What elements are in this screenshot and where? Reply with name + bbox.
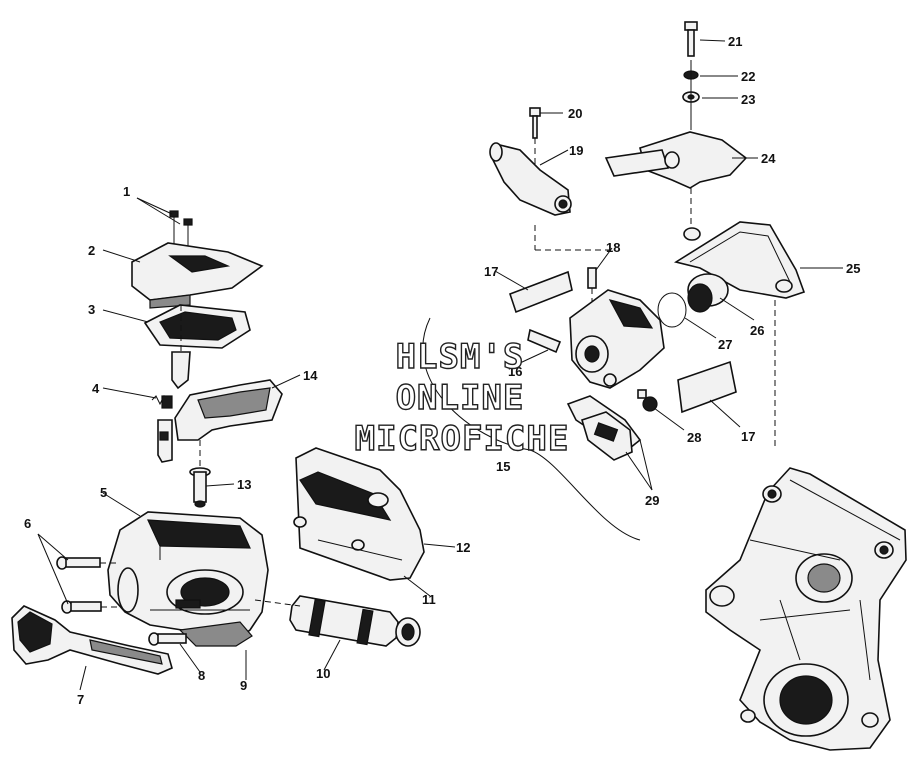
leader-lines xyxy=(37,39,843,691)
callout-23: 23 xyxy=(741,92,755,107)
callout-22: 22 xyxy=(741,69,755,84)
part-28-screw xyxy=(637,389,658,412)
part-8-screw xyxy=(148,632,187,646)
main-housing-casting xyxy=(705,467,907,751)
callout-16: 16 xyxy=(508,364,522,379)
callout-10: 10 xyxy=(316,666,330,681)
callout-2: 2 xyxy=(88,243,95,258)
callout-8: 8 xyxy=(198,668,205,683)
callout-6: 6 xyxy=(24,516,31,531)
part-6-screws xyxy=(56,556,120,614)
part-21-22-23-bolt-washers xyxy=(682,21,700,130)
part-26-27-bushings xyxy=(657,273,729,328)
callout-12: 12 xyxy=(456,540,470,555)
part-18-set-screw xyxy=(587,267,597,310)
callout-7: 7 xyxy=(77,692,84,707)
callout-19: 19 xyxy=(569,143,583,158)
callout-26: 26 xyxy=(750,323,764,338)
part-25-frame xyxy=(673,221,806,450)
watermark-line-3: MICROFICHE xyxy=(355,419,570,459)
callout-11: 11 xyxy=(422,592,436,607)
part-3-gasket xyxy=(143,304,251,390)
callout-27: 27 xyxy=(718,337,732,352)
callout-21: 21 xyxy=(728,34,742,49)
part-13-pin xyxy=(189,440,211,508)
watermark-line-1: HLSM'S xyxy=(396,337,525,377)
part-10-grip-sleeve xyxy=(254,595,421,647)
callout-18: 18 xyxy=(606,240,620,255)
callout-15: 15 xyxy=(496,459,510,474)
callout-1: 1 xyxy=(123,184,130,199)
callout-17b: 17 xyxy=(741,429,755,444)
part-19-inlet-fitting xyxy=(489,142,572,216)
part-20-screw xyxy=(529,107,541,185)
callout-29: 29 xyxy=(645,493,659,508)
part-7-brake-lever xyxy=(11,605,173,675)
arc-guide-line xyxy=(422,317,641,541)
part-4-spring xyxy=(151,394,173,409)
callout-28: 28 xyxy=(687,430,701,445)
callout-3: 3 xyxy=(88,302,95,317)
callout-17a: 17 xyxy=(484,264,498,279)
part-14-throttle-lever xyxy=(157,379,283,463)
part-29-pads xyxy=(566,395,642,461)
part-24-bracket xyxy=(604,131,748,230)
callout-9: 9 xyxy=(240,678,247,693)
callout-4: 4 xyxy=(92,381,100,396)
part-11-12-side-cover xyxy=(293,447,425,581)
part-15-16-carrier xyxy=(527,225,665,389)
watermark-line-2: ONLINE xyxy=(396,378,525,418)
callout-13: 13 xyxy=(237,477,251,492)
callout-5: 5 xyxy=(100,485,107,500)
callout-20: 20 xyxy=(568,106,582,121)
watermark: HLSM'S ONLINE MICROFICHE xyxy=(354,336,570,459)
part-5-throttle-housing xyxy=(107,511,269,647)
part-17-shims xyxy=(508,270,737,414)
callout-14: 14 xyxy=(303,368,318,383)
callout-24: 24 xyxy=(761,151,776,166)
callout-25: 25 xyxy=(846,261,860,276)
part-2-top-cover xyxy=(131,242,264,309)
